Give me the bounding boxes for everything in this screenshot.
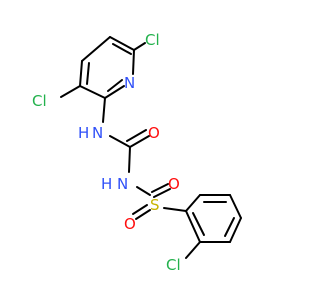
bond-b3-b4 [229, 194, 242, 219]
bond-c5-c6-inner [112, 43, 132, 55]
atom-cl-top-right: Cl [145, 31, 160, 49]
atom-cl-bottom: Cl [166, 256, 181, 274]
bond-c3-cl [60, 85, 81, 98]
bond-carbonyl-nh [128, 146, 131, 173]
bond-s-o-bottom [132, 204, 148, 215]
bond-b6-b1 [185, 210, 201, 243]
bond-c2-c3 [79, 85, 106, 99]
bond-c5-c6 [109, 36, 135, 51]
bond-carbonyl-o-inner [126, 129, 147, 142]
bond-c6-cl [133, 42, 146, 51]
atom-o-sulfonyl-bottom: O [124, 215, 136, 233]
atom-o-carbonyl: O [148, 124, 160, 142]
bond-c4-c5 [81, 36, 111, 62]
bond-c3-c4-inner [86, 62, 90, 85]
atom-h-upper: H [78, 124, 89, 142]
bond-b4-b5 [229, 217, 242, 243]
atom-n-pyridine: N [124, 74, 135, 92]
bond-n-c2-inner [107, 79, 123, 92]
molecule-canvas: Cl N Cl N H O N H S O O Cl [32, 31, 242, 274]
bond-s-o-bottom-inner [135, 209, 151, 220]
bond-s-o-top-inner [153, 188, 171, 198]
atom-cl-left: Cl [32, 92, 47, 110]
structure-diagram: Cl N Cl N H O N H S O O Cl [32, 31, 242, 274]
bond-c2-nh [102, 97, 106, 123]
bond-b1-b2 [185, 194, 201, 212]
bond-nh-carbonyl [109, 135, 131, 148]
bond-c3-c4 [79, 60, 83, 87]
bond-carbonyl-o [129, 135, 150, 148]
bond-s-o-top [151, 183, 169, 193]
bond-n-c2 [104, 85, 125, 99]
atom-o-sulfonyl-top: O [168, 175, 180, 193]
bond-b6-cl [185, 241, 201, 259]
bond-nh-s [136, 186, 151, 196]
atom-nh-lower: N [117, 175, 128, 193]
atom-s-sulfonyl: S [150, 196, 160, 214]
bond-c6-n [132, 49, 135, 75]
bond-b6-b1-inner [192, 212, 205, 236]
bond-s-aryl [163, 207, 187, 212]
atom-h-lower: H [101, 175, 112, 193]
bond-b4-b5-inner [224, 217, 235, 237]
atom-nh-upper: N [92, 124, 103, 142]
